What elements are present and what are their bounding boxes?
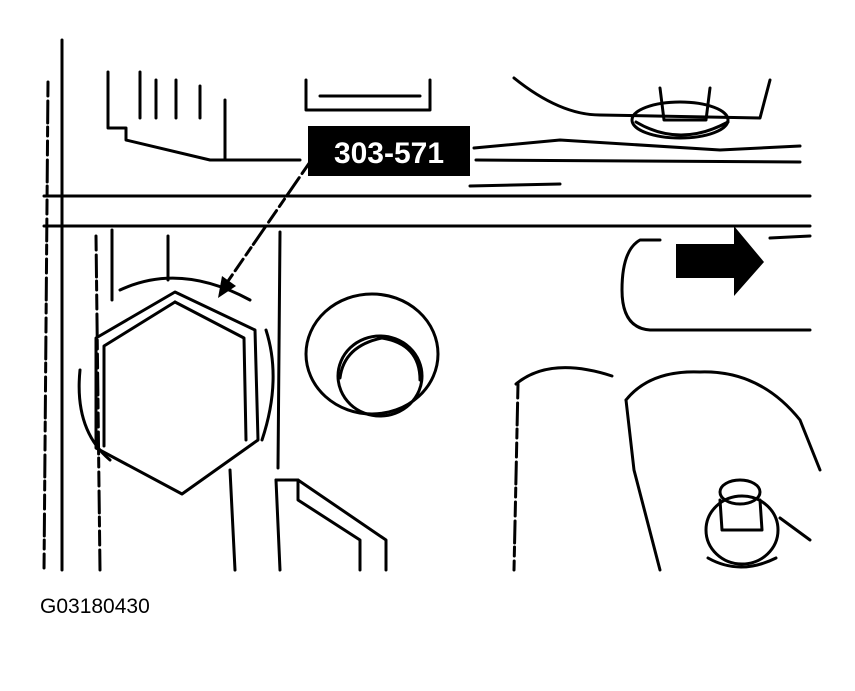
parting-band	[42, 182, 812, 228]
callout-box	[308, 126, 470, 176]
lower-block	[94, 228, 388, 572]
slot-window	[620, 234, 812, 332]
upper-casting	[42, 38, 802, 574]
direction-arrow	[676, 226, 764, 296]
hex-plug	[77, 276, 275, 496]
tool-number-label: 303-571	[334, 137, 444, 170]
lower-stud	[704, 478, 812, 569]
upper-boss	[512, 76, 772, 140]
leader-arrow	[218, 160, 312, 298]
round-boss	[304, 292, 440, 418]
figure-code: G03180430	[40, 595, 150, 618]
tool-callout: 303-571	[308, 126, 470, 176]
lower-rib	[512, 366, 822, 572]
